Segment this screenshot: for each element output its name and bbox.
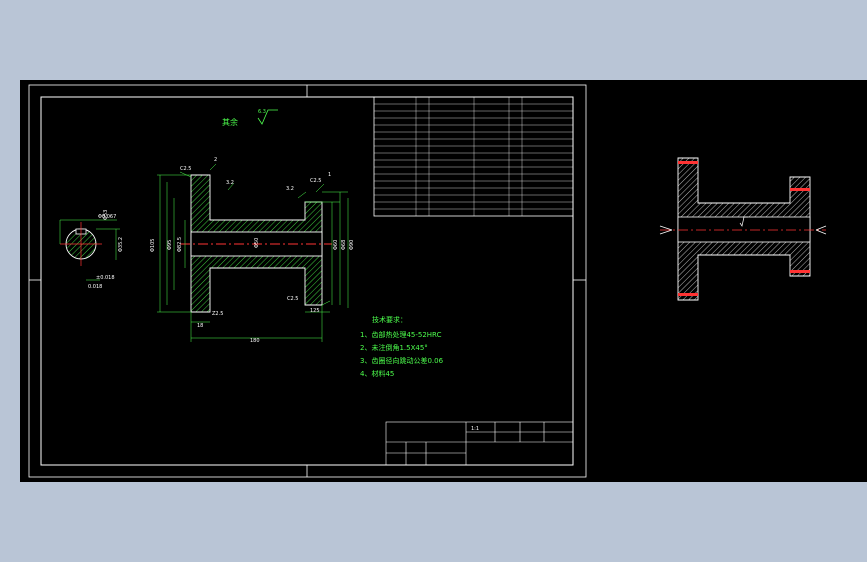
dia-right-2: Φ68 [341, 240, 347, 250]
dia-bore: Φ50 [254, 238, 260, 248]
gear-side-view [659, 157, 827, 301]
roughness-symbol [257, 109, 278, 125]
roughness-note-label: 其余 [222, 117, 238, 127]
tech-item-4: 4、材料45 [360, 369, 394, 378]
roughness-mark-1: 3.2 [226, 180, 234, 186]
title-block-scale: 1:1 [471, 426, 479, 432]
part-balloon-2: 2 [214, 157, 217, 163]
parameter-table [373, 96, 574, 217]
keyway-left-dim: Φ53 [103, 210, 109, 220]
keyway-top-dim: Φ0.067 [98, 214, 116, 220]
gear-section-view: C2.5 2 3.2 3.2 C2.5 1 C2.5 Z2.5 18 125 1… [150, 157, 355, 344]
chamfer-label-1: C2.5 [180, 166, 191, 172]
keyway-section-view: Φ0.067 Φ53 Φ35.2 ±0.018 0.018 [59, 210, 124, 290]
roughness-note-value: 6.3 [258, 109, 266, 115]
keyway-bottom-dim-2: 0.018 [88, 284, 102, 290]
chamfer-label-2: C2.5 [310, 178, 321, 184]
dia-left-outer: Φ105 [150, 239, 156, 252]
chamfer-label-3: C2.5 [287, 296, 298, 302]
roughness-mark-2: 3.2 [286, 186, 294, 192]
tech-item-2: 2、未注倒角1.5X45° [360, 343, 428, 352]
part-balloon-1: 1 [328, 172, 331, 178]
cad-canvas[interactable]: 其余 6.3 [20, 80, 867, 482]
dia-right-3: Φ90 [349, 240, 355, 250]
tech-title: 技术要求： [372, 315, 407, 324]
keyway-bottom-dim: ±0.018 [96, 275, 115, 281]
chamfer-small-label: Z2.5 [212, 311, 223, 317]
keyway-right-dim: Φ35.2 [118, 237, 124, 252]
dia-left-2: Φ95 [167, 240, 173, 250]
left-hub-dim: 18 [197, 323, 203, 329]
title-block [385, 421, 574, 466]
overall-length-dim: 180 [250, 338, 260, 344]
tech-item-1: 1、齿部热处理45-52HRC [360, 330, 442, 339]
dia-left-3: Φ82.5 [177, 237, 183, 252]
technical-requirements: 技术要求： 1、齿部热处理45-52HRC 2、未注倒角1.5X45° 3、齿圈… [360, 315, 444, 378]
right-hub-dim: 125 [310, 308, 320, 314]
center-marks [29, 85, 586, 477]
drawing-svg: 其余 6.3 [28, 84, 827, 478]
sheet-outer-border [28, 84, 587, 478]
dia-right-1: Φ60 [333, 240, 339, 250]
tech-item-3: 3、齿圈径向跳动公差0.06 [360, 356, 444, 365]
